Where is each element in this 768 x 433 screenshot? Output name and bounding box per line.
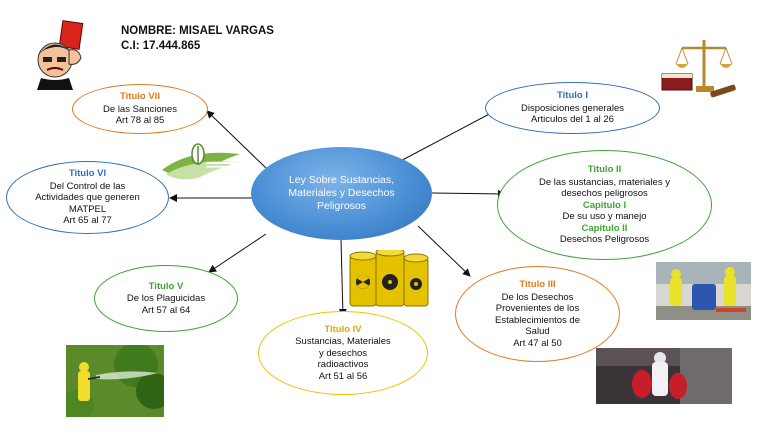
arrow-to-titulo-v [208,233,267,273]
justice-scale-icon [661,40,736,98]
node-title: Titulo II [587,164,622,176]
central-topic: Ley Sobre Sustancias, Materiales y Desec… [251,147,432,240]
node-text: De las Sanciones [103,103,177,115]
hazmat-worker-photo [596,348,732,404]
chapter-text: De su uso y manejo [562,211,647,223]
student-id: C.I: 17.444.865 [121,40,201,52]
node-title: Titulo VI [68,168,107,180]
node-articles: Art 65 al 77 [63,215,112,227]
chapter-text: Desechos Peligrosos [559,234,650,246]
arrow-to-titulo-iii [417,225,471,277]
node-titulo-vii: Titulo VII De las Sanciones Art 78 al 85 [72,84,208,134]
node-text: Del Control de las Actividades que gener… [35,180,140,215]
referee-red-card-icon [37,20,84,90]
node-articles: Articulos del 1 al 26 [531,114,614,126]
hazmat-workers-photo [656,262,751,320]
pesticide-spraying-photo [66,345,164,417]
node-text: De los Plaguicidas [126,293,206,305]
arrow-to-titulo-ii [431,189,506,198]
node-title: Titulo VII [120,91,160,103]
ministry-logo-icon [162,143,240,180]
node-articles: Art 57 al 64 [141,304,191,316]
node-titulo-iii: Titulo III De los Desechos Provenientes … [455,266,620,362]
student-header: NOMBRE: MISAEL VARGAS C.I: 17.444.865 [121,24,274,54]
node-title: Titulo V [148,280,184,292]
toxic-barrels-icon [349,250,429,307]
node-articles: Art 78 al 85 [115,115,165,127]
node-titulo-ii: Titulo II De las sustancias, materiales … [497,150,712,260]
node-text: Disposiciones generales [521,102,624,114]
chapter-title: Capitulo II [581,222,628,234]
node-title: Titulo III [519,279,556,290]
student-name: NOMBRE: MISAEL VARGAS [121,25,274,37]
node-articles: Art 51 al 56 [318,370,368,382]
node-titulo-v: Titulo V De los Plaguicidas Art 57 al 64 [94,265,238,332]
node-titulo-iv: Titulo IV Sustancias, Materiales y desec… [258,311,428,395]
node-articles: Art 47 al 50 [513,337,562,349]
node-text: De las sustancias, materiales y desechos… [539,176,670,200]
node-titulo-i: Titulo I Disposiciones generales Articul… [485,82,660,134]
node-title: Titulo I [557,90,588,102]
node-text: De los Desechos Provenientes de los Esta… [494,291,581,338]
node-text: Sustancias, Materiales y desechos radioa… [295,336,391,371]
node-titulo-vi: Titulo VI Del Control de las Actividades… [6,161,169,234]
central-topic-label: Ley Sobre Sustancias, Materiales y Desec… [288,174,395,212]
arrow-to-titulo-iv [338,239,347,317]
chapter-title: Capitulo I [582,199,627,211]
node-title: Titulo IV [324,323,362,335]
arrow-to-titulo-i [392,110,496,166]
arrow-to-titulo-vii [206,110,267,169]
